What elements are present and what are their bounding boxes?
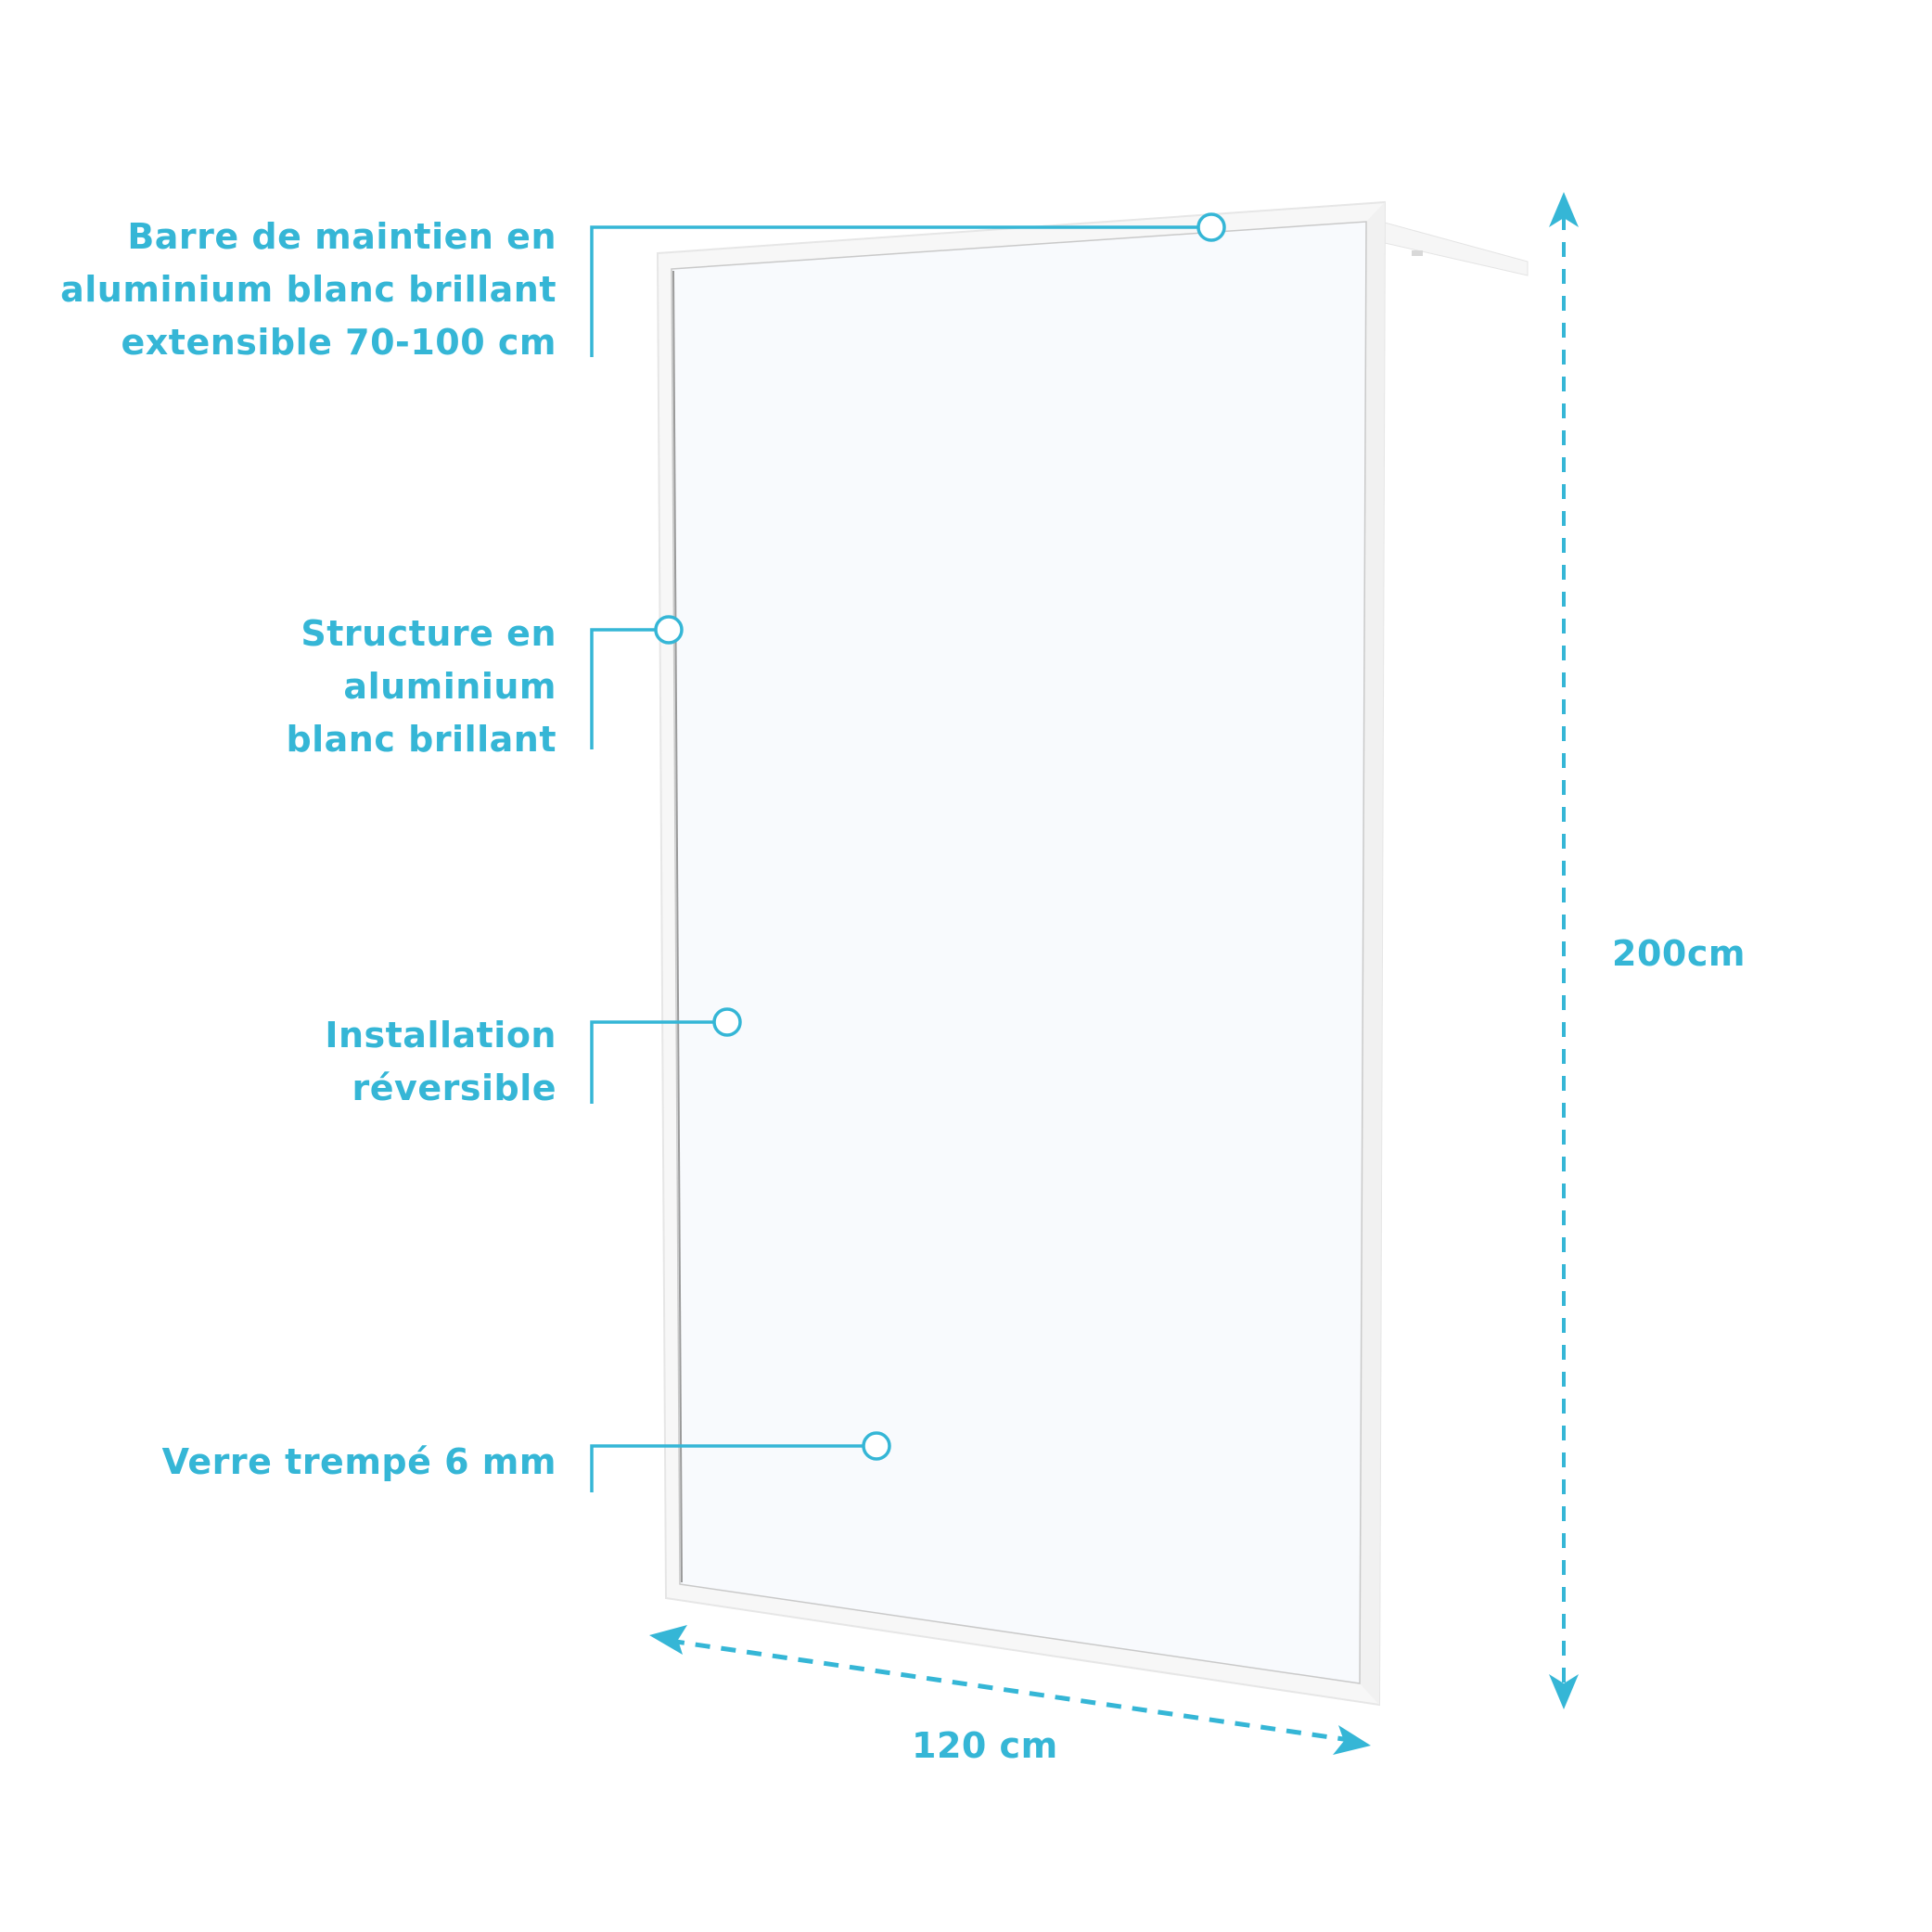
- callout-line: blanc brillant: [286, 719, 557, 760]
- height-label: 200cm: [1612, 933, 1746, 974]
- callout-line: aluminium blanc brillant: [60, 269, 557, 310]
- glass-pane: [671, 221, 1367, 1684]
- marker-installation: [712, 1007, 742, 1037]
- callout-line: Structure en: [301, 613, 557, 654]
- arrow-right-icon: [1333, 1725, 1371, 1755]
- marker-support-bar: [1196, 212, 1226, 242]
- arrow-down-icon: [1549, 1674, 1579, 1709]
- width-dimension-arrow: [649, 1625, 1371, 1755]
- callout-support-bar-text: Barre de maintien en aluminium blanc bri…: [60, 211, 557, 369]
- callout-line: Verre trempé 6 mm: [161, 1441, 557, 1482]
- leader-installation: [590, 1020, 713, 1104]
- callout-installation-text: Installation réversible: [325, 1009, 557, 1115]
- callout-structure-text: Structure en aluminium blanc brillant: [286, 608, 557, 766]
- leader-structure: [590, 628, 655, 749]
- leader-support-bar: [590, 225, 1197, 357]
- marker-structure: [654, 615, 684, 645]
- width-label: 120 cm: [912, 1725, 1058, 1766]
- leader-glass: [590, 1444, 863, 1492]
- callout-line: aluminium: [343, 666, 557, 707]
- callout-line: Installation: [325, 1015, 557, 1056]
- callout-line: réversible: [352, 1068, 557, 1108]
- callout-line: extensible 70-100 cm: [121, 322, 557, 363]
- arrow-up-icon: [1549, 192, 1579, 227]
- height-dimension-arrow: [1549, 192, 1579, 1709]
- callout-glass-text: Verre trempé 6 mm: [162, 1436, 557, 1489]
- marker-glass: [862, 1431, 891, 1461]
- arrow-left-icon: [649, 1625, 687, 1655]
- callout-line: Barre de maintien en: [127, 216, 557, 257]
